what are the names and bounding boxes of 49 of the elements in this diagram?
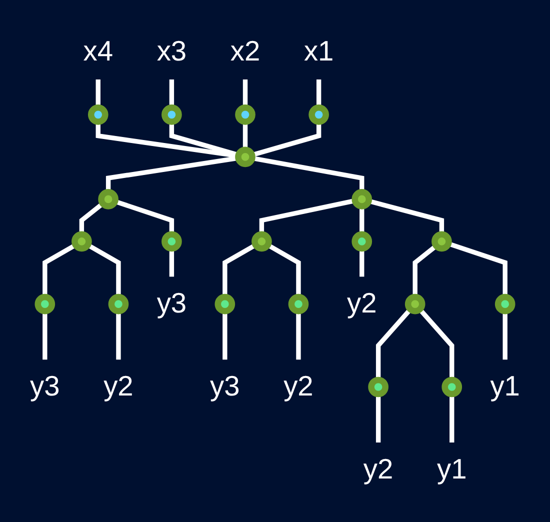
node-circle <box>162 104 182 125</box>
connector <box>376 308 412 380</box>
node-circle <box>288 294 309 314</box>
node-text: y2 <box>346 288 377 319</box>
node-circle <box>352 231 372 252</box>
connector <box>502 311 508 360</box>
connector <box>42 311 48 360</box>
node-circle <box>368 376 388 398</box>
node-text: y2 <box>284 370 314 402</box>
node-circle <box>98 189 118 210</box>
connector <box>368 198 444 234</box>
node-text: y3 <box>156 288 187 319</box>
node-circle <box>162 231 182 252</box>
node-text: x1 <box>304 36 334 67</box>
connector <box>418 308 454 380</box>
node-circle <box>352 189 372 210</box>
connector <box>296 311 301 360</box>
connector <box>376 394 381 443</box>
node-text: y3 <box>30 370 60 402</box>
connector <box>79 202 104 234</box>
node-circle <box>88 104 108 125</box>
connector <box>242 122 248 150</box>
connector <box>222 311 228 360</box>
connector <box>96 122 239 158</box>
node-circle <box>432 231 452 252</box>
node-circle <box>214 294 236 314</box>
node-text: x2 <box>230 36 260 67</box>
node-text: y1 <box>436 453 467 485</box>
connector <box>169 248 174 277</box>
node-text: y2 <box>104 370 134 402</box>
node-text: x4 <box>83 36 114 67</box>
node-circle <box>404 294 426 314</box>
node-text: x3 <box>156 36 187 67</box>
node-text: y3 <box>210 370 240 402</box>
node-text: y1 <box>490 370 520 402</box>
node-circle <box>494 294 516 314</box>
node-text: y2 <box>363 453 394 485</box>
connector <box>116 311 121 360</box>
node-circle <box>442 376 462 398</box>
node-circle <box>308 104 329 125</box>
node-circle <box>235 146 256 168</box>
connector <box>450 394 454 443</box>
node-circle <box>108 294 129 314</box>
connector <box>360 206 364 234</box>
node-circle <box>34 294 56 314</box>
node-circle <box>235 104 256 125</box>
connector <box>259 198 356 234</box>
node-circle <box>252 231 272 252</box>
node-circle <box>72 231 92 252</box>
